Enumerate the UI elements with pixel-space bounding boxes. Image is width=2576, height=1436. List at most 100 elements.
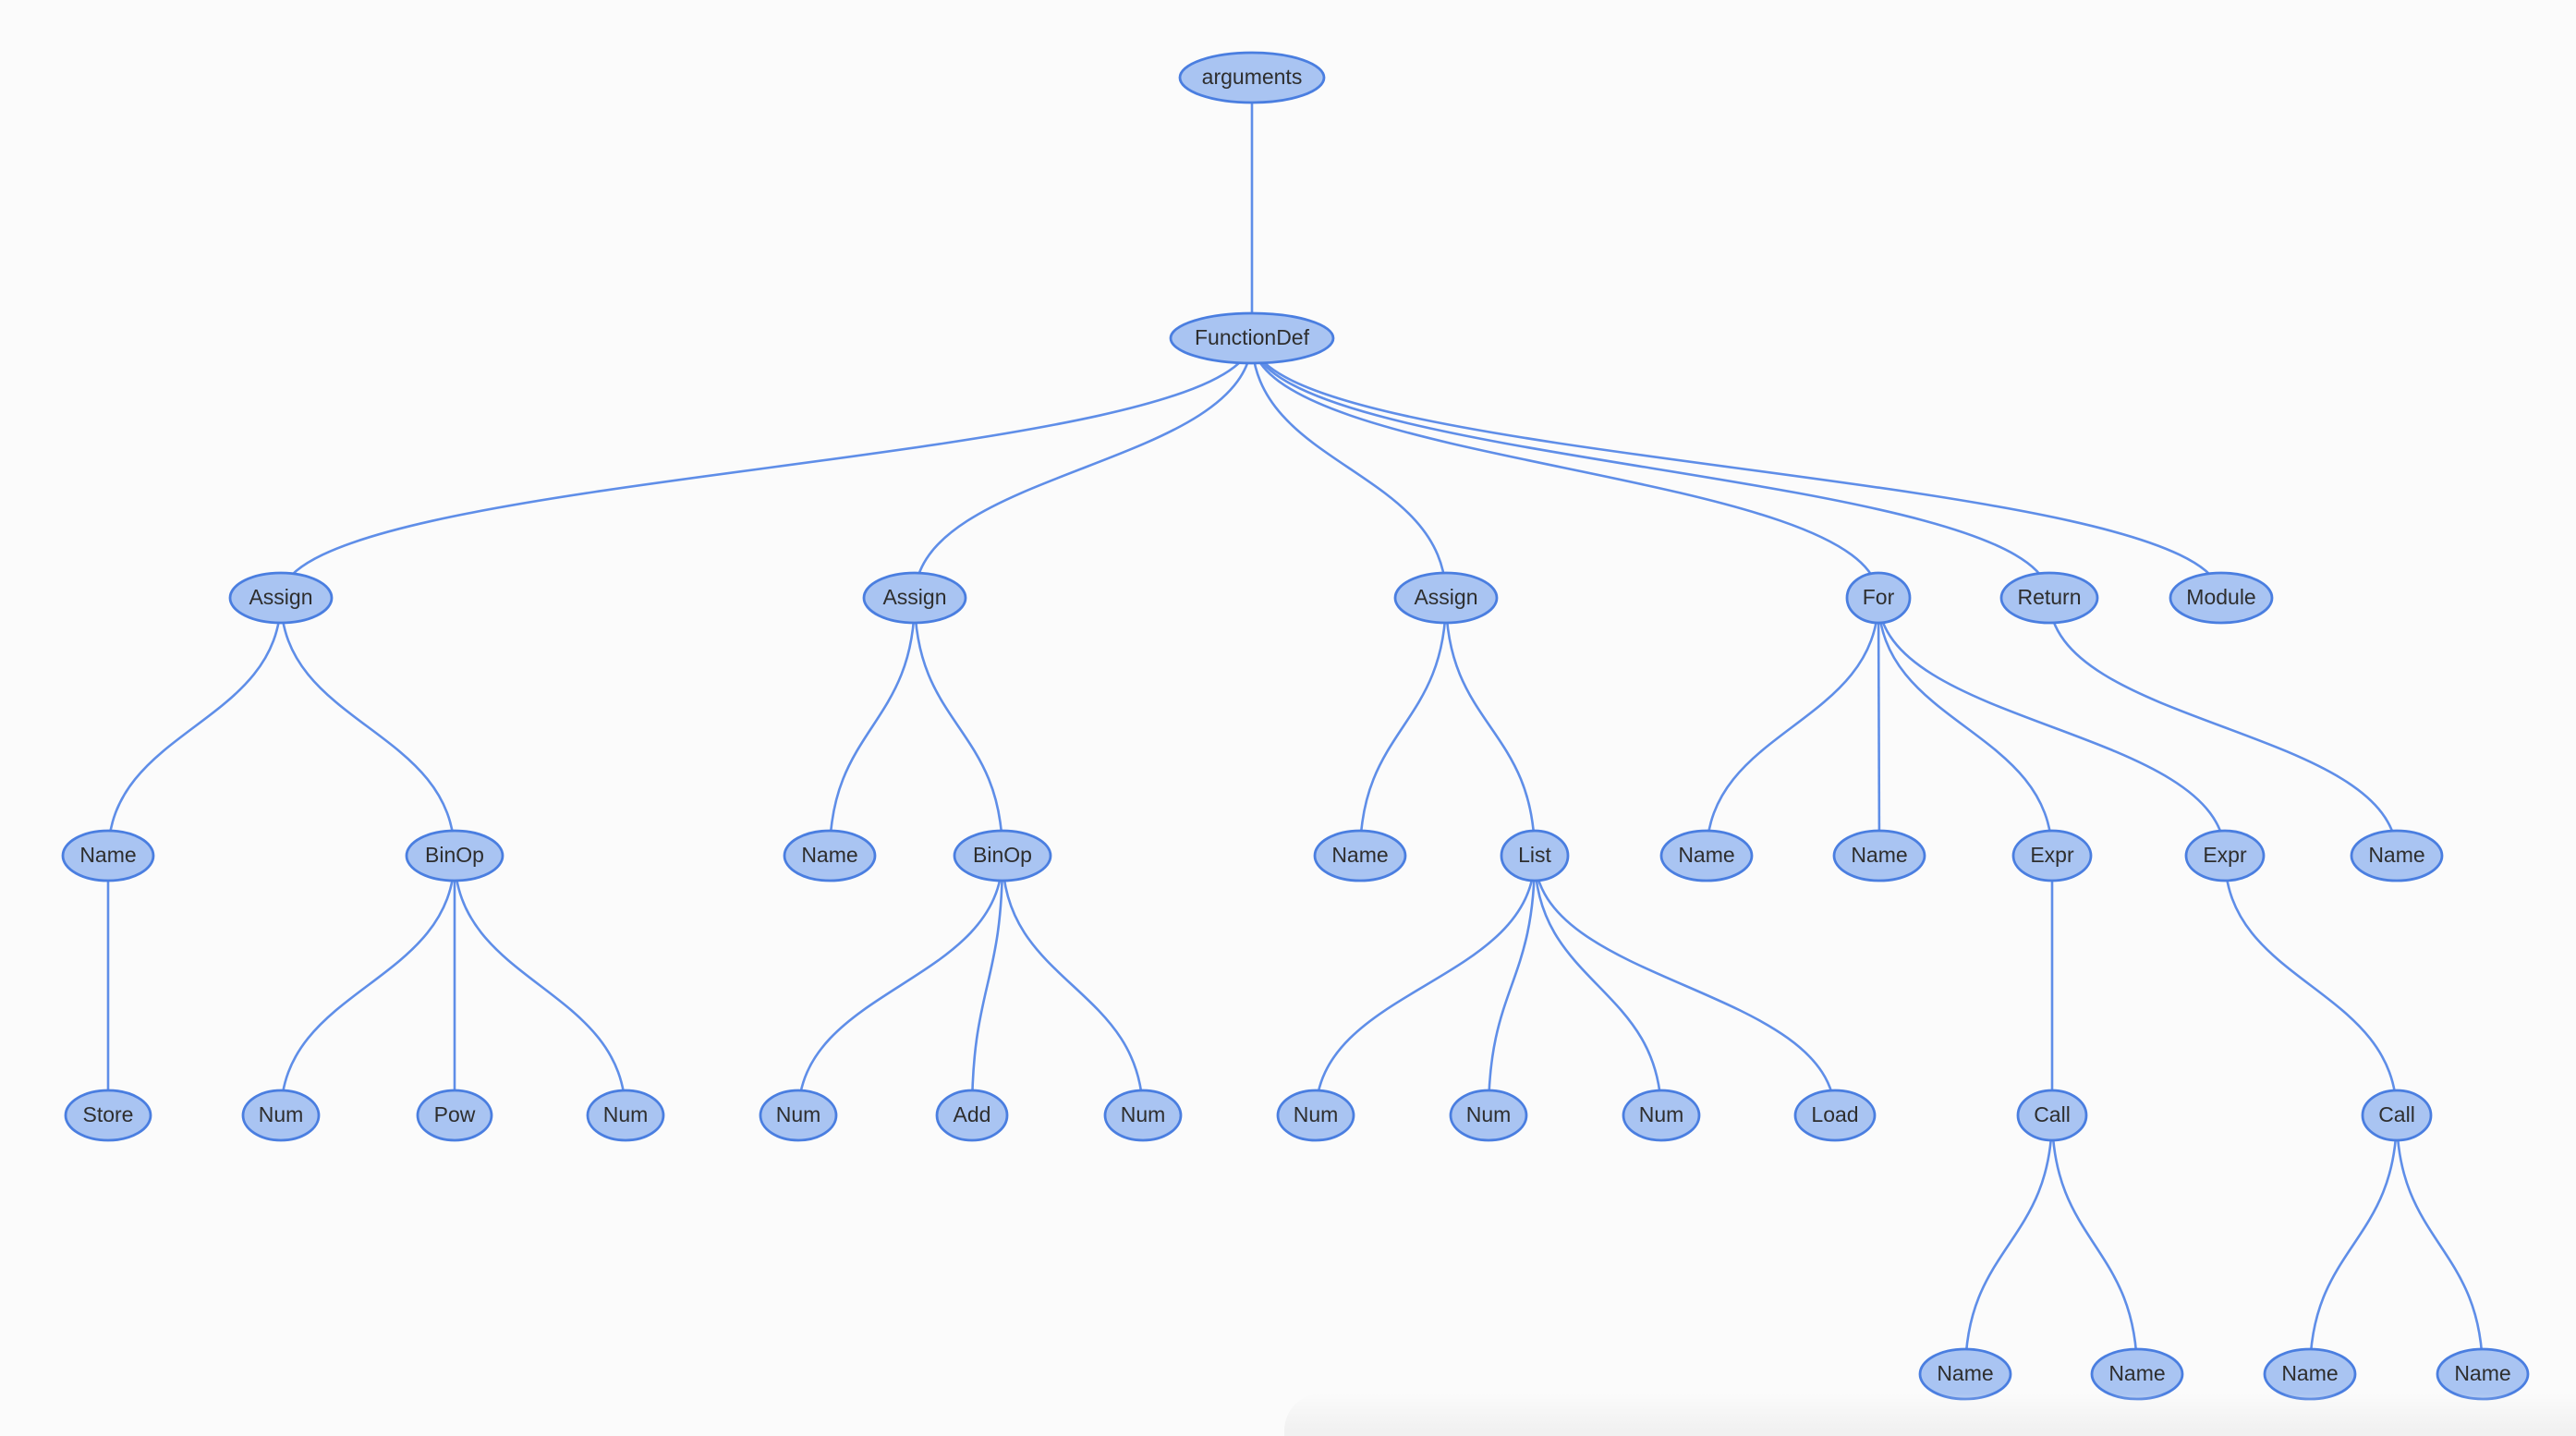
tree-edge-call1-name7	[1963, 1114, 2054, 1375]
tree-node-assign2[interactable]: Assign	[862, 571, 967, 625]
tree-node-pow[interactable]: Pow	[416, 1089, 493, 1142]
tree-node-name2[interactable]: Name	[783, 829, 877, 882]
node-ellipse-num5[interactable]	[1276, 1089, 1355, 1142]
tree-node-name4[interactable]: Name	[1659, 829, 1754, 882]
node-ellipse-name8[interactable]	[2090, 1347, 2184, 1401]
node-ellipse-num6[interactable]	[1449, 1089, 1528, 1142]
tree-edge-functiondef-assign2	[913, 337, 1254, 599]
node-ellipse-load[interactable]	[1793, 1089, 1877, 1142]
tree-edge-binop2-num4	[1001, 855, 1145, 1116]
node-ellipse-binop2[interactable]	[953, 829, 1052, 882]
tree-edge-assign2-name2	[828, 597, 917, 857]
tree-edge-assign1-binop1	[279, 597, 456, 857]
tree-node-num4[interactable]: Num	[1103, 1089, 1183, 1142]
tree-node-name10[interactable]: Name	[2436, 1347, 2530, 1401]
node-ellipse-num4[interactable]	[1103, 1089, 1183, 1142]
node-ellipse-name5[interactable]	[1832, 829, 1926, 882]
node-ellipse-call2[interactable]	[2361, 1089, 2433, 1142]
node-ellipse-name3[interactable]	[1313, 829, 1407, 882]
node-ellipse-pow[interactable]	[416, 1089, 493, 1142]
tree-node-call1[interactable]: Call	[2016, 1089, 2088, 1142]
node-ellipse-name4[interactable]	[1659, 829, 1754, 882]
tree-edge-functiondef-for	[1250, 337, 1880, 599]
node-ellipse-expr1[interactable]	[2011, 829, 2093, 882]
tree-edge-for-expr1	[1877, 597, 2054, 857]
tree-node-return[interactable]: Return	[1999, 571, 2099, 625]
tree-node-assign1[interactable]: Assign	[228, 571, 334, 625]
node-ellipse-list[interactable]	[1500, 829, 1570, 882]
node-ellipse-name6[interactable]	[2350, 829, 2444, 882]
tree-node-num3[interactable]: Num	[759, 1089, 838, 1142]
node-ellipse-binop1[interactable]	[405, 829, 504, 882]
tree-edge-functiondef-assign3	[1250, 337, 1448, 599]
tree-edge-for-name5	[1877, 597, 1881, 857]
tree-edge-list-num6	[1487, 855, 1537, 1116]
tree-node-binop2[interactable]: BinOp	[953, 829, 1052, 882]
node-ellipse-store[interactable]	[64, 1089, 152, 1142]
node-ellipse-name2[interactable]	[783, 829, 877, 882]
tree-edge-list-load	[1533, 855, 1837, 1116]
tree-edge-assign2-binop2	[913, 597, 1004, 857]
tree-node-num7[interactable]: Num	[1622, 1089, 1701, 1142]
tree-node-name6[interactable]: Name	[2350, 829, 2444, 882]
node-ellipse-name7[interactable]	[1918, 1347, 2012, 1401]
tree-node-expr2[interactable]: Expr	[2184, 829, 2266, 882]
tree-node-name8[interactable]: Name	[2090, 1347, 2184, 1401]
node-ellipse-num3[interactable]	[759, 1089, 838, 1142]
tree-node-load[interactable]: Load	[1793, 1089, 1877, 1142]
node-ellipse-num2[interactable]	[586, 1089, 665, 1142]
tree-node-num2[interactable]: Num	[586, 1089, 665, 1142]
node-ellipse-name9[interactable]	[2263, 1347, 2357, 1401]
tree-node-arguments[interactable]: arguments	[1178, 51, 1326, 104]
tree-edge-call2-name10	[2395, 1114, 2485, 1375]
node-ellipse-num7[interactable]	[1622, 1089, 1701, 1142]
node-ellipse-functiondef[interactable]	[1169, 311, 1335, 365]
tree-edge-binop1-num2	[453, 855, 627, 1116]
node-ellipse-expr2[interactable]	[2184, 829, 2266, 882]
tree-edge-call2-name9	[2308, 1114, 2399, 1375]
tree-node-name1[interactable]: Name	[61, 829, 155, 882]
tree-edge-assign1-name1	[106, 597, 283, 857]
tree-node-for[interactable]: For	[1845, 571, 1912, 625]
node-ellipse-call1[interactable]	[2016, 1089, 2088, 1142]
node-ellipse-assign3[interactable]	[1393, 571, 1499, 625]
tree-edge-for-name4	[1705, 597, 1880, 857]
tree-node-binop1[interactable]: BinOp	[405, 829, 504, 882]
node-ellipse-return[interactable]	[1999, 571, 2099, 625]
node-ellipse-assign1[interactable]	[228, 571, 334, 625]
tree-node-assign3[interactable]: Assign	[1393, 571, 1499, 625]
tree-node-name7[interactable]: Name	[1918, 1347, 2012, 1401]
tree-node-name9[interactable]: Name	[2263, 1347, 2357, 1401]
tree-edge-list-num5	[1314, 855, 1537, 1116]
tree-edge-for-expr2	[1877, 597, 2227, 857]
tree-node-num5[interactable]: Num	[1276, 1089, 1355, 1142]
tree-node-num6[interactable]: Num	[1449, 1089, 1528, 1142]
edges-layer	[106, 77, 2485, 1375]
tree-node-name3[interactable]: Name	[1313, 829, 1407, 882]
node-ellipse-name10[interactable]	[2436, 1347, 2530, 1401]
node-ellipse-num1[interactable]	[241, 1089, 321, 1142]
tree-node-list[interactable]: List	[1500, 829, 1570, 882]
tree-edge-expr2-call2	[2223, 855, 2399, 1116]
tree-node-num1[interactable]: Num	[241, 1089, 321, 1142]
tree-node-store[interactable]: Store	[64, 1089, 152, 1142]
node-ellipse-name1[interactable]	[61, 829, 155, 882]
node-ellipse-module[interactable]	[2169, 571, 2274, 625]
tree-edge-assign3-list	[1444, 597, 1537, 857]
node-ellipse-for[interactable]	[1845, 571, 1912, 625]
node-ellipse-arguments[interactable]	[1178, 51, 1326, 104]
tree-node-expr1[interactable]: Expr	[2011, 829, 2093, 882]
tree-node-call2[interactable]: Call	[2361, 1089, 2433, 1142]
tree-node-add[interactable]: Add	[935, 1089, 1009, 1142]
tree-edge-binop1-num1	[279, 855, 456, 1116]
tree-node-functiondef[interactable]: FunctionDef	[1169, 311, 1335, 365]
node-ellipse-add[interactable]	[935, 1089, 1009, 1142]
tree-edge-functiondef-module	[1250, 337, 2223, 599]
bottom-band	[1284, 1393, 2576, 1436]
node-ellipse-assign2[interactable]	[862, 571, 967, 625]
tree-edge-binop2-num3	[796, 855, 1004, 1116]
tree-node-name5[interactable]: Name	[1832, 829, 1926, 882]
tree-node-module[interactable]: Module	[2169, 571, 2274, 625]
